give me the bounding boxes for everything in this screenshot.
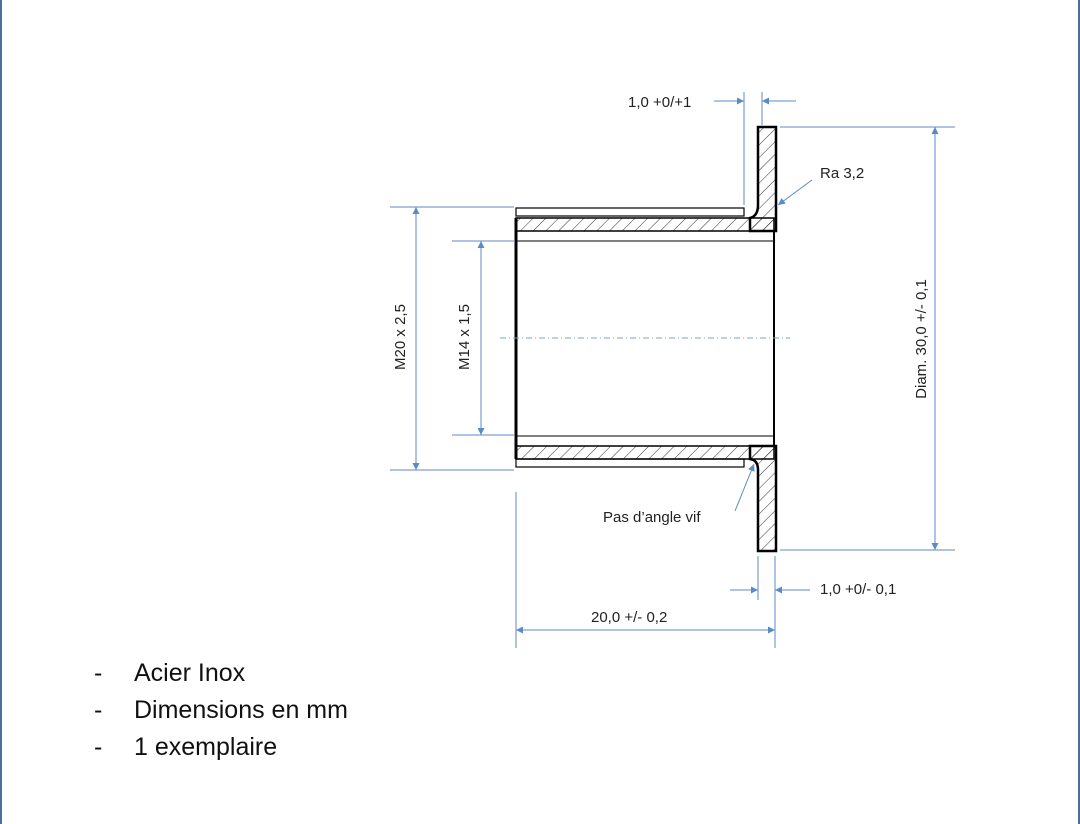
note-item: - Acier Inox xyxy=(94,655,348,692)
roughness-leader xyxy=(777,179,813,206)
part-body xyxy=(500,125,790,553)
wall-section-bottom xyxy=(515,445,775,460)
sharp-edge-leader xyxy=(734,463,755,512)
length-label: 20,0 +/- 0,2 xyxy=(591,609,667,626)
note-text: Dimensions en mm xyxy=(134,696,348,724)
wall-section-top xyxy=(515,217,775,232)
flange-diameter-label: Diam. 30,0 +/- 0,1 xyxy=(913,279,930,399)
note-item: - 1 exemplaire xyxy=(94,729,348,766)
flange-thickness-label: 1,0 +0/- 0,1 xyxy=(820,581,896,598)
dimensions xyxy=(390,92,955,648)
note-dash: - xyxy=(94,696,103,724)
roughness-label: Ra 3,2 xyxy=(820,165,864,182)
note-dash: - xyxy=(94,733,103,761)
note-text: Acier Inox xyxy=(134,659,246,687)
dimension-labels: 1,0 +0/+1 Ra 3,2 Diam. 30,0 +/- 0,1 M20 … xyxy=(392,94,930,626)
note-item: - Dimensions en mm xyxy=(94,692,348,729)
flange-gap-label: 1,0 +0/+1 xyxy=(628,94,691,111)
no-sharp-edge-label: Pas d’angle vif xyxy=(603,509,701,526)
note-dash: - xyxy=(94,659,103,687)
outer-thread-label: M20 x 2,5 xyxy=(392,304,409,370)
inner-thread-label: M14 x 1,5 xyxy=(456,304,473,370)
flange-section-top xyxy=(748,125,778,233)
outer-thread-bottom xyxy=(515,458,745,468)
note-text: 1 exemplaire xyxy=(134,733,278,761)
notes-list: - Acier Inox - Dimensions en mm - 1 exempla… xyxy=(94,655,348,766)
flange-section-bottom xyxy=(748,444,778,553)
outer-thread-top xyxy=(515,207,745,217)
